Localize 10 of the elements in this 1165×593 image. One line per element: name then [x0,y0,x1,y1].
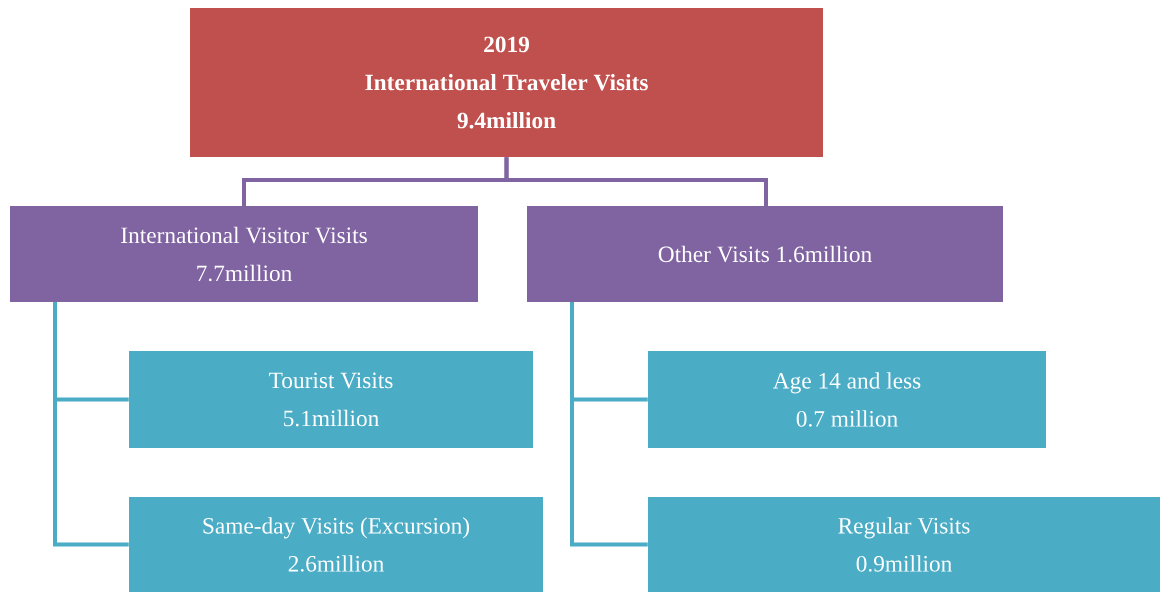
category-box: Age 14 and less 0.7 million [648,351,1046,448]
connector-line [53,302,129,547]
category-box: Other Visits 1.6million [527,206,1003,302]
category-box: Regular Visits 0.9million [648,497,1160,592]
category-box: Same-day Visits (Excursion) 2.6million [129,497,543,592]
category-box: Tourist Visits 5.1million [129,351,533,448]
title-box: 2019 International Traveler Visits 9.4million [190,8,823,157]
connector-line [570,302,648,547]
category-box: International Visitor Visits 7.7million [10,206,478,302]
connector-line [504,157,768,206]
